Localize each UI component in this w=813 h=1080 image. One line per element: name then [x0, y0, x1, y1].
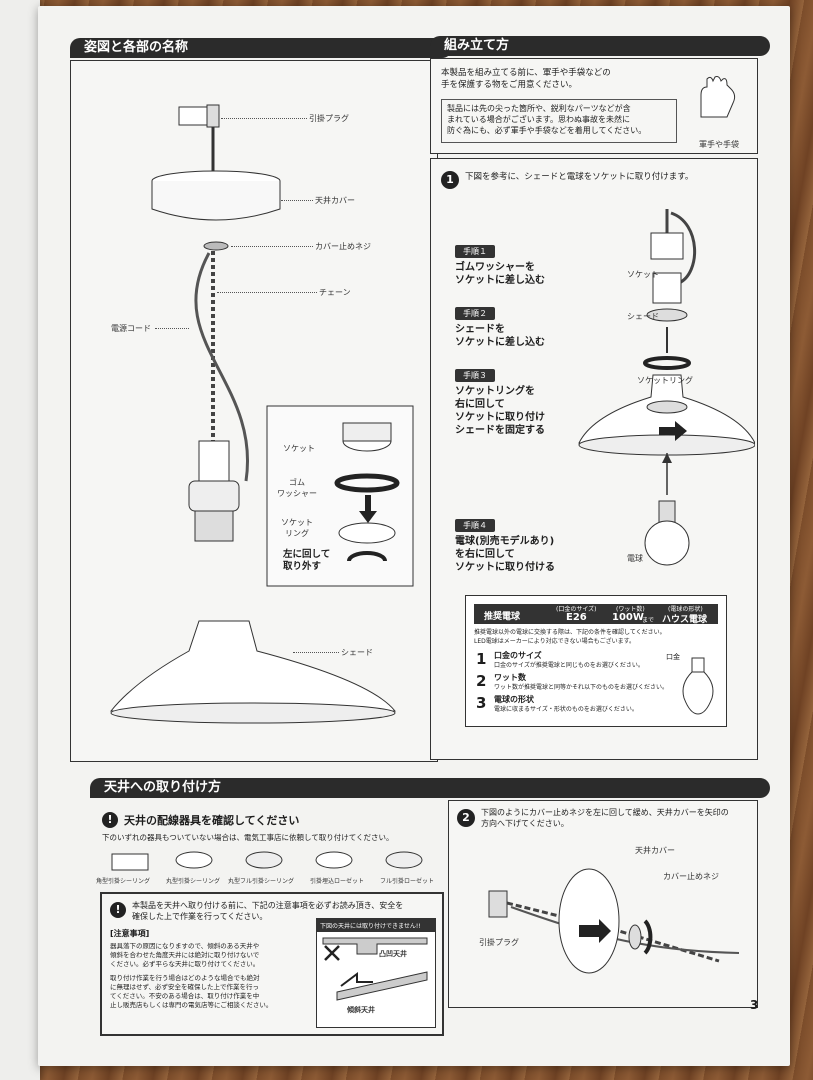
leader-screw	[231, 246, 313, 247]
bulb-item-1-no: 1	[476, 650, 487, 668]
bulb-item-2-no: 2	[476, 672, 487, 690]
step2-number: 2	[457, 809, 475, 827]
bulb-item-1-desc: 口金のサイズが推奨電球と同じものをお選びください。	[494, 662, 644, 669]
step-tag-3: 手順３	[455, 369, 495, 382]
bulb-item-3-no: 3	[476, 694, 487, 712]
step-text-2: シェードを ソケットに差し込む	[455, 324, 545, 348]
ng-title: 下図の天井には取り付けできません!!	[317, 919, 435, 932]
bulb-base-icon-label: 口金	[666, 653, 680, 661]
label-ring: ソケット リング	[281, 518, 313, 538]
label-plug: 引掛プラグ	[309, 114, 349, 123]
step2-label-plug: 引掛プラグ	[479, 938, 519, 947]
bulb-note: 推奨電球以外の電球に交換する際は、下記の条件を確認してください。 LED電球はメ…	[474, 629, 666, 645]
leader-chain	[217, 292, 317, 293]
label-canopy: 天井カバー	[315, 196, 355, 205]
ceiling-warning-title: 本製品を天井へ取り付ける前に、下記の注意事項を必ずお読み頂き、安全を 確保した上…	[132, 901, 404, 921]
leader-cord	[155, 328, 189, 329]
step2-label-screw: カバー止めネジ	[663, 872, 719, 881]
leader-canopy	[281, 200, 313, 201]
asm-label-socket: ソケット	[627, 270, 659, 279]
bulb-watt-head: (ワット数)	[616, 606, 645, 613]
instruction-sheet: 姿図と各部の名称	[38, 6, 790, 1066]
bulb-item-3-title: 電球の形状	[494, 695, 534, 704]
check-warning-icon: !	[102, 812, 118, 828]
fixture-label-5: フル引掛ローゼット	[380, 878, 435, 885]
bulb-item-2-desc: ワット数が推奨電球と同等かそれ以下のものをお選びください。	[494, 684, 669, 691]
step-text-4: 電球(別売モデルあり) を右に回して ソケットに取り付ける	[455, 536, 555, 573]
bulb-shape-head: (電球の形状)	[668, 606, 703, 613]
ceiling-left: ! 天井の配線器具を確認してください 下のいずれの器具もついていない場合は、電気…	[90, 800, 444, 1040]
bulb-watt-value: 100W	[612, 612, 644, 623]
step-tag-4: 手順４	[455, 519, 495, 532]
fixture-label-2: 丸型引掛シーリング	[166, 878, 221, 885]
bulb-shape-value: ハウス電球	[662, 615, 708, 625]
leader-shade	[293, 652, 339, 653]
ceiling-step2-box: 2 下図のようにカバー止めネジを左に回して緩め、天井カバーを矢印の 方向へ下げて…	[448, 800, 758, 1008]
fixture-icons	[111, 851, 423, 871]
bulb-spec-bar: 推奨電球 (口金のサイズ) E26 (ワット数) 100W まで (電球の形状)…	[474, 604, 718, 625]
ng-label-2: 傾斜天井	[347, 1006, 375, 1014]
assembly-steps-box: 1 下図を参考に、シェードと電球をソケットに取り付けます。 手順１ ゴムワッシャ…	[430, 158, 758, 760]
check-note: 下のいずれの器具もついていない場合は、電気工事店に依頼して取り付けてください。	[102, 833, 394, 842]
assembly-intro-box: 本製品を組み立てる前に、軍手や手袋などの 手を保護する物をご用意ください。 製品…	[430, 58, 758, 154]
asm-label-ring: ソケットリング	[637, 376, 693, 385]
fixture-label-1: 角型引掛シーリング	[96, 878, 151, 885]
bulb-spec-box: 推奨電球 (口金のサイズ) E26 (ワット数) 100W まで (電球の形状)…	[465, 595, 727, 727]
parts-box: 引掛プラグ 天井カバー カバー止めネジ チェーン 電源コード ソケット ゴム ワ…	[70, 60, 438, 762]
label-screw: カバー止めネジ	[315, 242, 371, 251]
page-number: 3	[750, 998, 759, 1012]
assembly-illustration	[578, 209, 755, 566]
step-tag-2: 手順２	[455, 307, 495, 320]
step-text-3: ソケットリングを 右に回して ソケットに取り付け シェードを固定する	[455, 386, 545, 436]
bulb-item-1-title: 口金のサイズ	[494, 651, 542, 660]
ceiling-warning-icon: !	[110, 902, 126, 918]
fixture-label-3: 丸型フル引掛シーリング	[228, 878, 295, 885]
ceiling-section-title: 天井への取り付け方	[90, 778, 770, 798]
parts-section-title: 姿図と各部の名称	[70, 38, 452, 58]
adjacent-page	[0, 0, 40, 1080]
step1-text: 下図を参考に、シェードと電球をソケットに取り付けます。	[465, 172, 694, 182]
bulb-watt-suffix: まで	[642, 617, 655, 624]
ceiling-warning-box: ! 本製品を天井へ取り付ける前に、下記の注意事項を必ずお読み頂き、安全を 確保し…	[100, 892, 444, 1036]
label-shade: シェード	[341, 648, 373, 657]
asm-label-shade: シェード	[627, 312, 659, 321]
step-tag-1: 手順１	[455, 245, 495, 258]
glove-icon	[700, 76, 736, 118]
asm-label-bulb: 電球	[627, 554, 643, 563]
check-title: 天井の配線器具を確認してください	[124, 814, 300, 827]
label-cord: 電源コード	[111, 324, 151, 333]
assembly-intro-text: 本製品を組み立てる前に、軍手や手袋などの 手を保護する物をご用意ください。	[441, 68, 611, 90]
step2-label-canopy: 天井カバー	[635, 846, 675, 855]
label-washer: ゴム ワッシャー	[277, 478, 317, 498]
bulb-base-value: E26	[566, 612, 587, 623]
notes-head: [注意事項]	[110, 929, 150, 938]
step2-text: 下図のようにカバー止めネジを左に回して緩め、天井カバーを矢印の 方向へ下げてくだ…	[481, 808, 729, 828]
ng-ceiling-illustration	[322, 937, 428, 1001]
bulb-base-head: (口金のサイズ)	[556, 606, 597, 613]
ng-label-1: 凸凹天井	[379, 950, 407, 958]
bulb-icon	[682, 657, 714, 715]
bulb-item-3-desc: 電球に収まるサイズ・形状のものをお選びください。	[494, 706, 638, 713]
lamp-parts-illustration	[109, 104, 414, 724]
glove-label: 軍手や手袋	[699, 140, 739, 149]
leader-plug	[221, 118, 307, 119]
ceiling-removal-illustration	[488, 868, 740, 974]
label-remove: 左に回して 取り外す	[283, 549, 331, 572]
note-1: 器具落下の原因になりますので、傾斜のある天井や 傾斜を合わせた角度天井には絶対に…	[110, 942, 260, 968]
assembly-caution-text: 製品には先の尖った箇所や、鋭利なパーツなどが含 まれている場合がございます。思わ…	[441, 99, 677, 143]
label-socket: ソケット	[283, 444, 315, 453]
step1-number: 1	[441, 171, 459, 189]
step-text-1: ゴムワッシャーを ソケットに差し込む	[455, 262, 545, 286]
bulb-spec-label: 推奨電球	[484, 612, 521, 622]
assembly-section-title: 組み立て方	[430, 36, 770, 56]
label-chain: チェーン	[319, 288, 351, 297]
bulb-item-2-title: ワット数	[494, 673, 526, 682]
fixture-label-4: 引掛埋込ローゼット	[310, 878, 365, 885]
ng-ceiling-box: 下図の天井には取り付けできません!! 凸凹天井 傾斜天井	[316, 918, 436, 1028]
note-2: 取り付け作業を行う場合はどのような場合でも絶対 に無理はせず、必ず安全を確保した…	[110, 974, 273, 1009]
